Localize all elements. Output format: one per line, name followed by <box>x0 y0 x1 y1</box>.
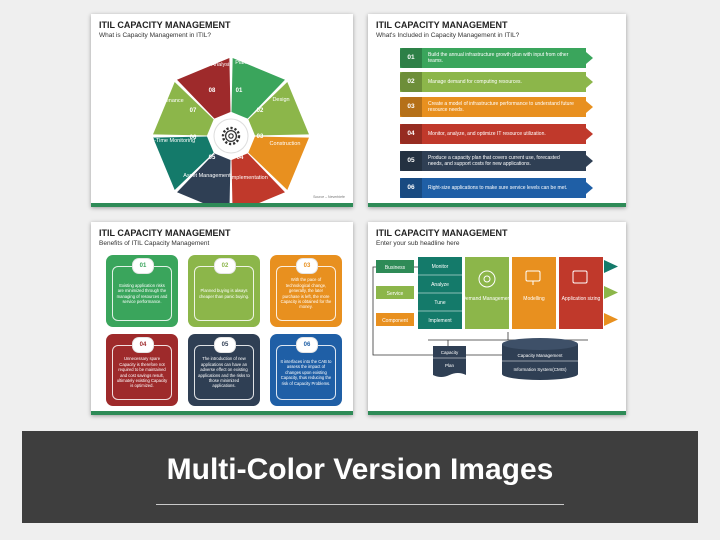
layer-service <box>376 286 414 299</box>
footer-bar <box>368 411 626 415</box>
svg-text:Capacity: Capacity <box>441 350 459 355</box>
svg-text:Demand Management: Demand Management <box>462 296 512 302</box>
banner: Multi-Color Version Images <box>22 431 698 523</box>
layer-business <box>376 260 414 273</box>
svg-text:Analyze: Analyze <box>431 282 449 288</box>
segment-label-planning: Planning <box>235 60 256 66</box>
list-item: 04 Monitor, analyze, and optimize IT res… <box>400 124 593 144</box>
segment-num-08: 08 <box>209 88 216 94</box>
slide-title: ITIL CAPACITY MANAGEMENT <box>376 20 508 30</box>
octagon-diagram: Planning Design Construction Implementat… <box>143 58 309 207</box>
arrow-right-icon <box>604 313 618 326</box>
octagon-segment <box>153 82 214 136</box>
segment-num-02: 02 <box>257 108 264 114</box>
segment-label-monitoring: Real-Time Monitoring <box>143 138 195 144</box>
slide-subtitle: What's Included in Capacity Management i… <box>376 32 520 39</box>
benefit-card-5: The introduction of new applications can… <box>188 334 260 406</box>
slide-title: ITIL CAPACITY MANAGEMENT <box>376 228 508 238</box>
app-icon <box>572 270 588 284</box>
slide-thumbnail-4[interactable]: ITIL CAPACITY MANAGEMENT Enter your sub … <box>368 222 626 415</box>
arrow-right-icon <box>604 260 618 273</box>
segment-num-03: 03 <box>257 134 264 140</box>
segment-num-04: 04 <box>237 155 244 161</box>
block-application-sizing <box>559 257 603 329</box>
list-item: 02 Manage demand for computing resources… <box>400 72 593 92</box>
segment-label-asset: Asset Management <box>183 173 231 179</box>
center-circle <box>213 118 249 154</box>
segment-label-design: Design <box>272 97 289 103</box>
segment-num-06: 06 <box>190 135 197 141</box>
svg-text:Application sizing: Application sizing <box>562 296 601 302</box>
svg-text:Modelling: Modelling <box>523 296 545 302</box>
benefit-card-3: With the pace of technological change, g… <box>270 255 342 327</box>
octagon-segment <box>231 153 285 207</box>
octagon-segment <box>153 136 214 190</box>
slide-subtitle: Benefits of ITIL Capacity Management <box>99 240 210 247</box>
octagon-segment <box>177 153 231 207</box>
svg-text:Component: Component <box>382 318 408 324</box>
segment-label-construction: Construction <box>270 141 301 147</box>
footer-bar <box>368 203 626 207</box>
svg-text:Service: Service <box>387 291 404 297</box>
octagon-segment <box>231 58 285 119</box>
segment-label-predictive: Predictive Analysis <box>186 62 232 68</box>
segment-label-maintenance: Maintenance <box>152 98 184 104</box>
benefit-card-1: Existing application risks are minimized… <box>106 255 178 327</box>
footer-bar <box>91 411 353 415</box>
banner-title: Multi-Color Version Images <box>166 453 554 486</box>
octagon-segment <box>248 136 309 190</box>
list-item: 01 Build the annual infrastructure growt… <box>400 48 593 68</box>
cmis-database <box>502 344 578 380</box>
benefit-card-2: Planned buying is always cheaper than pa… <box>188 255 260 327</box>
slide-subtitle: Enter your sub headline here <box>376 240 460 247</box>
process-diagram: Business Service Component Monitor Analy… <box>372 257 618 380</box>
octagon-segment <box>248 82 309 136</box>
segment-label-implementation: Implementation <box>230 175 268 181</box>
footer-bar <box>91 203 353 207</box>
layer-component <box>376 313 414 326</box>
block-modelling <box>512 257 556 329</box>
source-note: Source – Neverbiefe <box>313 195 345 199</box>
segment-num-05: 05 <box>209 155 216 161</box>
list-item: 03 Create a model of infrastructure perf… <box>400 97 593 117</box>
banner-underline <box>156 504 564 505</box>
svg-text:Tune: Tune <box>434 300 445 306</box>
target-icon <box>478 270 496 288</box>
slide-title: ITIL CAPACITY MANAGEMENT <box>99 20 231 30</box>
slide-subtitle: What is Capacity Management in ITIL? <box>99 32 211 39</box>
slide-thumbnail-1[interactable]: ITIL CAPACITY MANAGEMENT What is Capacit… <box>91 14 353 207</box>
arrow-right-icon <box>604 286 618 299</box>
segment-num-01: 01 <box>236 88 243 94</box>
octagon-segment <box>177 58 231 119</box>
benefit-card-4: Unnecessary spare Capacity is therefore … <box>106 334 178 406</box>
benefit-card-6: It interfaces into the CAB to assess the… <box>270 334 342 406</box>
svg-text:Information System(CMIS): Information System(CMIS) <box>513 367 567 372</box>
slide-thumbnail-2[interactable]: ITIL CAPACITY MANAGEMENT What's Included… <box>368 14 626 207</box>
list-item: 06 Right-size applications to make sure … <box>400 178 593 198</box>
list-item: 05 Produce a capacity plan that covers c… <box>400 151 593 171</box>
svg-text:Capacity Management: Capacity Management <box>517 353 563 358</box>
capacity-plan-document <box>433 346 466 377</box>
slide-title: ITIL CAPACITY MANAGEMENT <box>99 228 231 238</box>
segment-num-07: 07 <box>190 108 197 114</box>
svg-text:Plan: Plan <box>445 363 455 368</box>
svg-text:Business: Business <box>385 265 406 271</box>
gear-icon <box>221 126 241 146</box>
svg-text:Monitor: Monitor <box>432 264 449 270</box>
slide-thumbnail-3[interactable]: ITIL CAPACITY MANAGEMENT Benefits of ITI… <box>91 222 353 415</box>
svg-text:Implement: Implement <box>428 318 452 324</box>
block-demand-management <box>465 257 509 329</box>
